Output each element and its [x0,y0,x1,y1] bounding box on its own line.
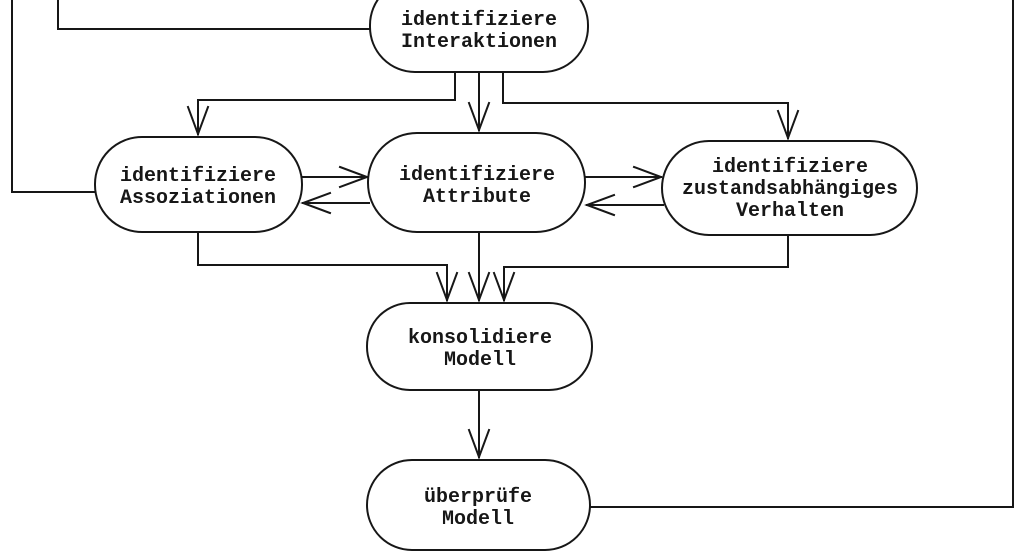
node-konsolidiere-modell-shape [366,302,593,391]
node-identifiziere-interaktionen-shape [369,0,589,73]
node-ueberpruefe-modell: überprüfe Modell [366,459,591,551]
edge-offscreen-to-interaktionen [57,0,371,30]
node-label-line: Attribute [423,186,531,209]
node-ueberpruefe-modell-shape [366,459,591,551]
node-label-line: überprüfe [424,486,532,509]
node-label-line: Assoziationen [120,187,276,210]
edge-verhalten-to-konsolidiere [492,234,789,303]
node-konsolidiere-modell: konsolidiere Modell [366,302,593,391]
edge-offscreen-to-assoziationen [11,0,97,193]
node-identifiziere-interaktionen: identifiziere Interaktionen [369,0,589,73]
edge-interaktionen-to-assoziationen [186,71,456,137]
node-label-line: identifiziere [712,156,868,179]
edge-assoziationen-to-konsolidiere [197,232,459,303]
node-identifiziere-assoziationen: identifiziere Assoziationen [94,136,303,233]
node-label-line: Modell [442,508,514,531]
node-label-line: konsolidiere [408,327,552,350]
node-identifiziere-assoziationen-shape [94,136,303,233]
node-label-line: identifiziere [399,164,555,187]
node-identifiziere-zustandsabhaengiges-verhalten-shape [661,140,918,236]
edge-group [11,0,1014,508]
node-label-line: zustandsabhängiges [682,178,898,201]
node-label-line: Modell [444,349,516,372]
node-label-line: identifiziere [120,165,276,188]
edge-ueberpruefe-to-offscreen-top-right [589,0,1014,508]
edge-interaktionen-to-verhalten [502,71,800,141]
node-label-line: Interaktionen [401,31,557,54]
node-identifiziere-zustandsabhaengiges-verhalten: identifiziere zustandsabhängiges Verhalt… [661,140,918,236]
node-identifiziere-attribute-shape [367,132,586,233]
node-label-line: Verhalten [736,200,844,223]
node-identifiziere-attribute: identifiziere Attribute [367,132,586,233]
node-group: identifiziere Interaktionen identifizier… [94,0,918,551]
node-label-line: identifiziere [401,9,557,32]
